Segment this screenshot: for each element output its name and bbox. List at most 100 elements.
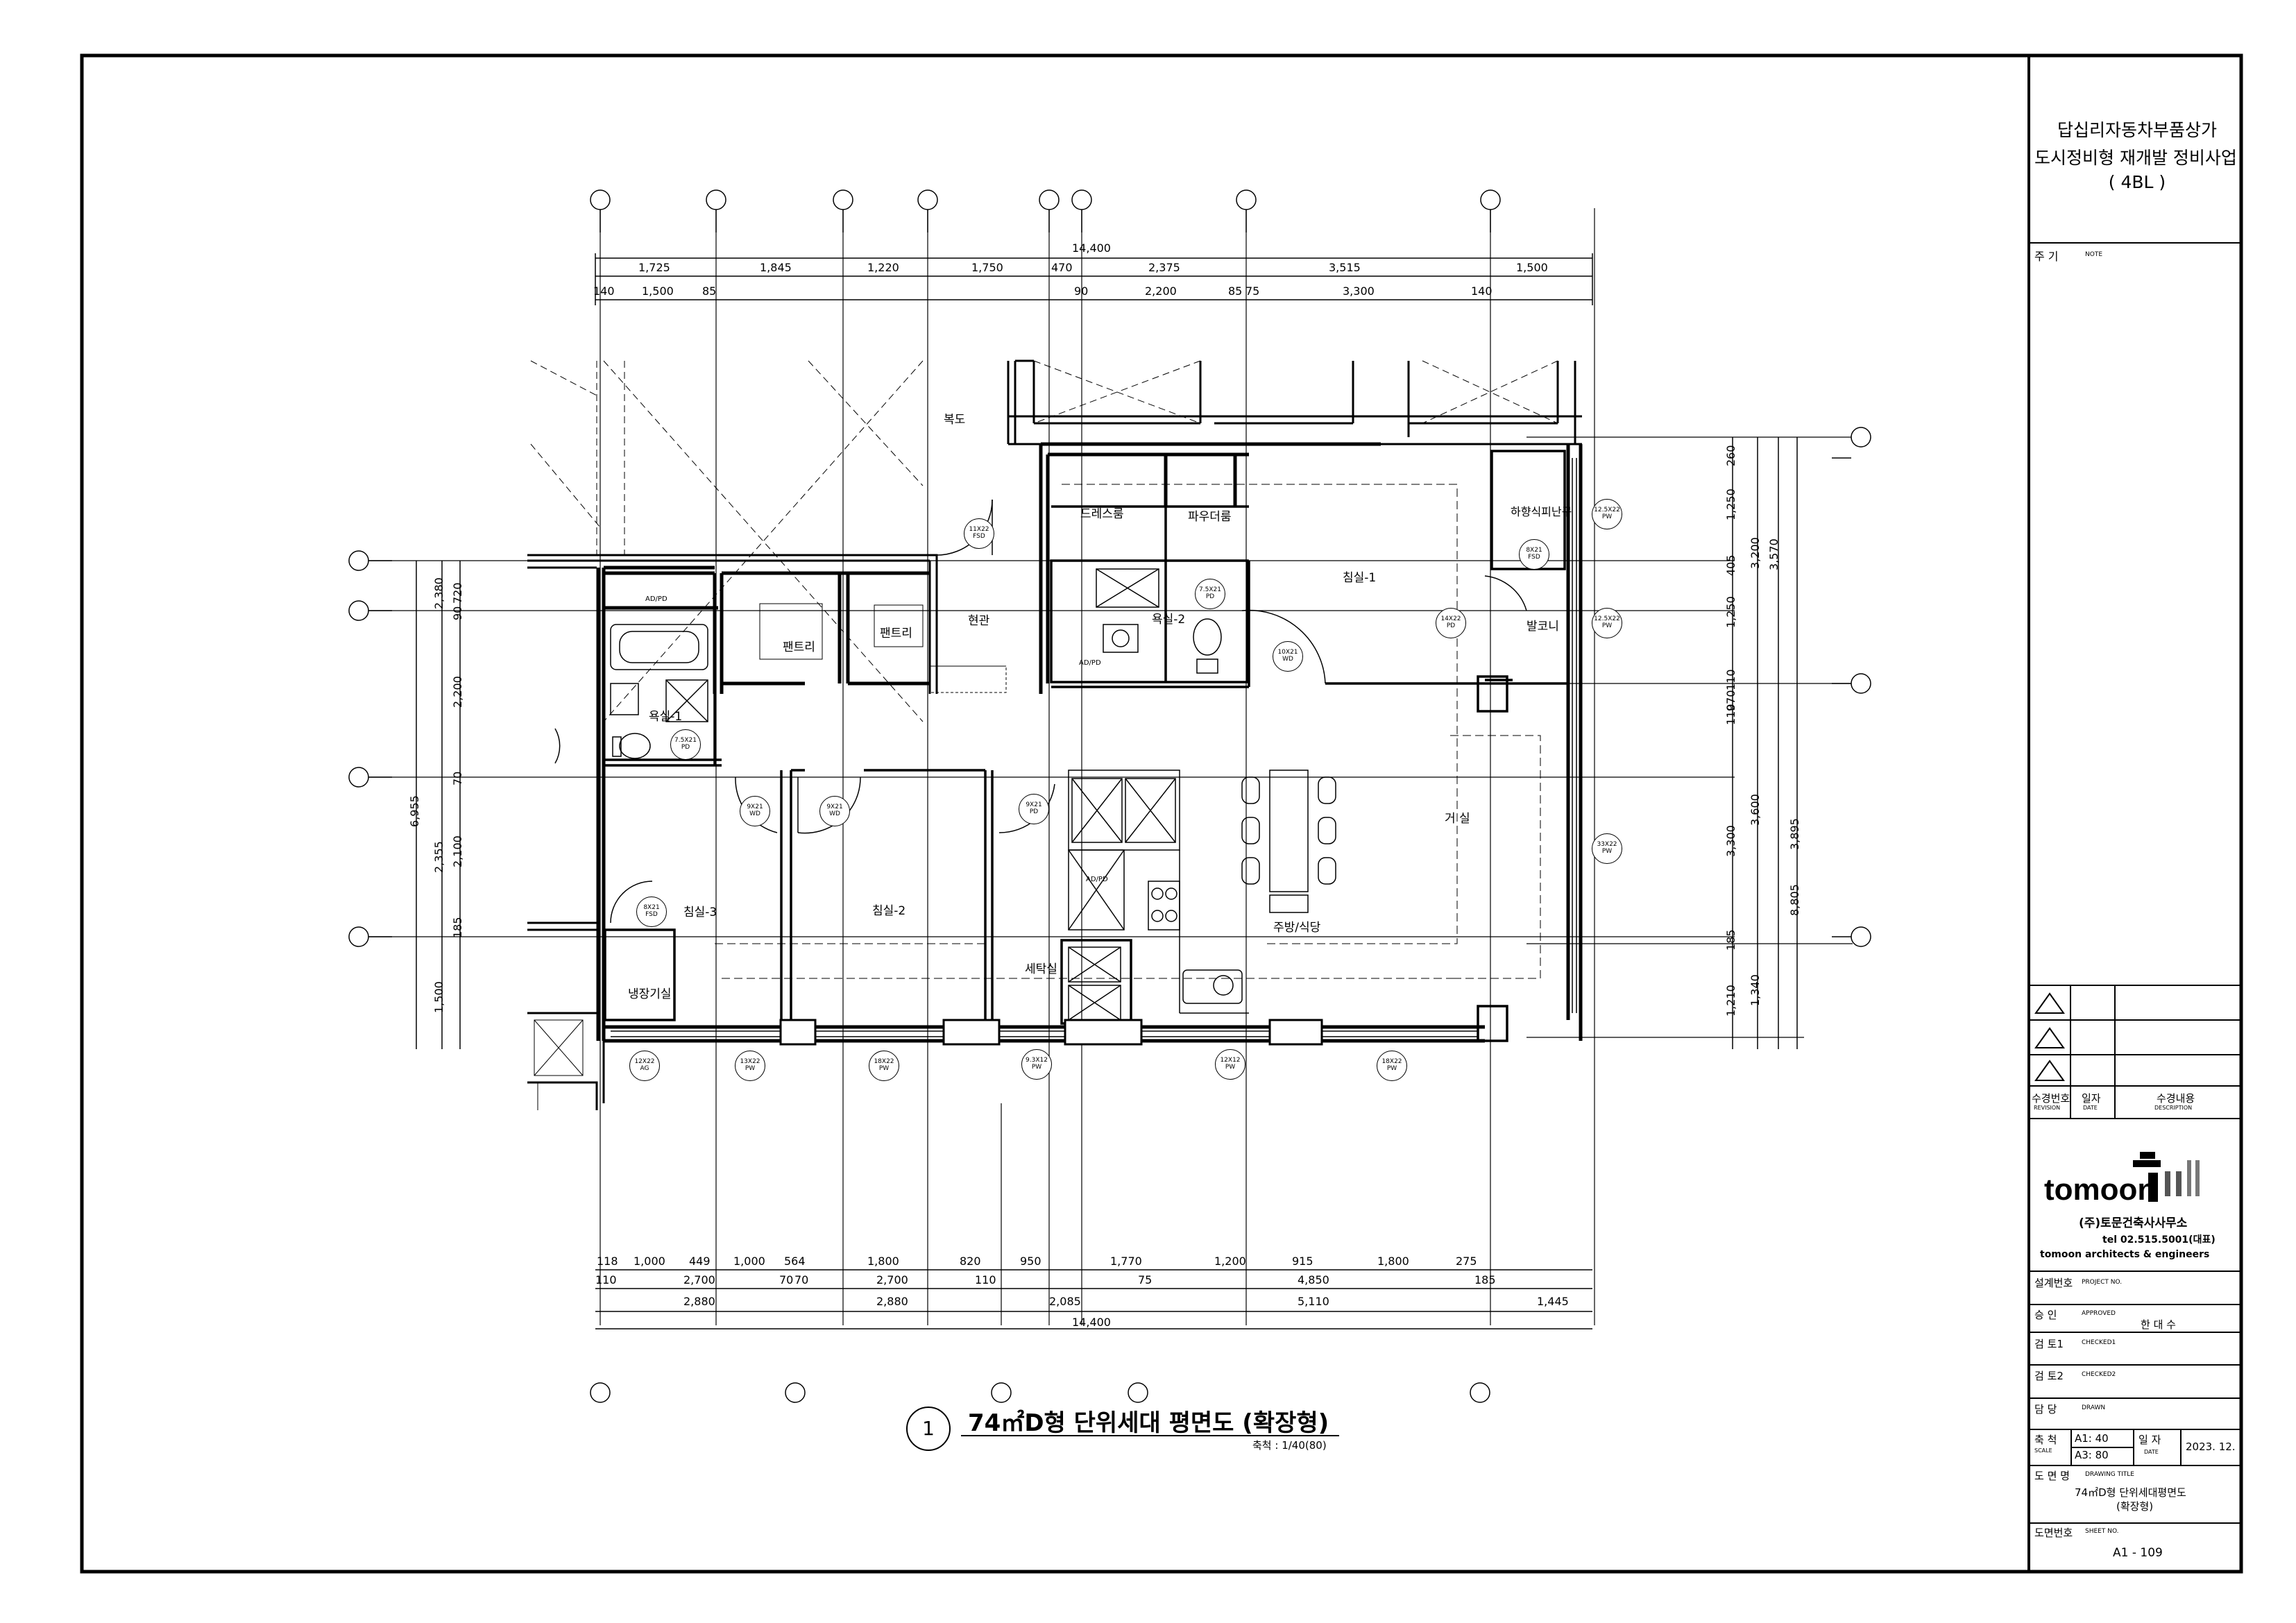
window-mullions [779,1019,1323,1046]
dim-bottom-row3: 5,110 [1298,1295,1329,1308]
dimension-lines-left [416,561,461,1049]
room-label-dressroom: 드레스룸 [1080,507,1124,521]
drawn-label: 담 당 [2034,1403,2057,1416]
dim-right-mid: 3,600 [1749,794,1762,826]
label-adpd-1: AD/PD [645,595,667,603]
dim-bottom-row2: 110 [975,1273,996,1286]
door-tag-size: 9X21 [1026,801,1042,809]
floor-plan [348,189,1871,1403]
door-tag-size: 11X22 [969,526,989,534]
room-label-bed3: 침실-3 [683,906,717,919]
dim-right-mid: 3,200 [1749,537,1762,569]
dim-left-mid: 2,355 [432,841,445,873]
dim-top-row2: 2,200 [1145,284,1177,298]
project-no-label: 설계번호 [2034,1277,2073,1289]
dim-right-inner: 3,300 [1724,825,1737,857]
project-name-line3: ( 4BL ) [2108,172,2166,192]
dim-right-inner: 1,250 [1724,596,1737,628]
dim-top-row2: 140 [1471,284,1493,298]
dim-bottom-row1: 1,770 [1110,1255,1142,1268]
checked1-label: 검 토1 [2034,1338,2064,1350]
door-tag-type: PW [1601,848,1613,855]
door-tag-size: 8X21 [643,904,660,912]
revision-desc-sub: DESCRIPTION [2154,1105,2193,1111]
sheet-no-sub: SHEET NO. [2085,1528,2119,1535]
interior-walls [604,450,1568,1042]
door-tag-size: 14X22 [1440,615,1461,623]
dim-bottom-row2: 70 [779,1273,794,1286]
door-tag-size: 12X22 [634,1058,655,1066]
dim-left-mid: 1,500 [432,981,445,1013]
grid-bubbles-bottom [590,1382,1490,1403]
drawing-title-sub: DRAWING TITLE [2085,1471,2134,1478]
door-tag-type: AG [640,1065,649,1072]
room-label-corridor: 복도 [944,413,966,427]
note-label: 주 기 [2034,250,2059,263]
room-label-bed2: 침실-2 [872,904,906,918]
date-label: 일 자 [2138,1434,2161,1446]
dim-top-row1: 1,220 [867,261,899,274]
room-label-pantry2: 팬트리 [880,627,912,640]
room-label-kitchen: 주방/식당 [1273,921,1321,935]
door-tag-type: PD [1446,622,1456,629]
drawing-title: 74㎡D형 단위세대 평면도 (확장형) [968,1409,1329,1437]
scale-sub: SCALE [2034,1447,2052,1454]
door-tag-type: PW [1031,1064,1042,1071]
dimension-lines-top [595,253,1593,305]
tomoon-logo-mark [2133,1152,2200,1202]
date-value: 2023. 12. [2186,1441,2236,1453]
project-no-sub: PROJECT NO. [2082,1279,2123,1286]
dim-right-inner: 260 [1724,445,1737,466]
door-tag-type: PW [1601,513,1613,520]
dim-bottom-row1: 915 [1292,1255,1313,1268]
room-label-pantry1: 팬트리 [783,640,815,654]
dim-left-inner: 70 [451,771,464,785]
revision-date-label: 일자 [2082,1092,2101,1105]
dim-top-row1: 1,750 [971,261,1003,274]
dimension-lines-bottom [595,1269,1592,1329]
dim-bottom-row2: 110 [595,1273,617,1286]
room-label-living: 거 실 [1445,812,1470,826]
dim-top-row2: 3,300 [1343,284,1375,298]
dim-left-inner: 2,100 [451,835,464,867]
room-label-entrance: 현관 [968,614,990,628]
revision-triangle-icon [2034,1027,2065,1048]
dim-bottom-row3: 1,445 [1537,1295,1569,1308]
door-tag-size: 10X21 [1277,649,1298,656]
revision-no-label: 수경번호 [2032,1092,2070,1105]
pantry-shelves [759,603,1007,693]
door-tag-type: PD [1029,808,1039,815]
approved-name: 한 대 수 [2141,1318,2176,1331]
door-tag-size: 12.5X22 [1594,615,1620,623]
dim-top-row1: 1,845 [760,261,792,274]
drawn-sub: DRAWN [2082,1404,2106,1411]
door-tag-type: PW [745,1065,756,1072]
drawing-title-underline [961,1435,1339,1436]
revision-triangle-icon [2034,992,2065,1014]
dim-bottom-row2: 2,700 [683,1273,715,1286]
dimension-lines-right [1732,437,1798,1049]
revision-no-sub: REVISION [2034,1105,2061,1111]
firm-tel: tel 02.515.5001(대표) [2102,1234,2216,1246]
project-name-line1: 답십리자동차부품상가 [2057,120,2217,140]
door-tag-type: FSD [645,911,658,918]
door-tag-size: 12X12 [1220,1057,1241,1064]
dim-right-outer: 8,805 [1788,884,1801,916]
dim-bottom-row2: 185 [1474,1273,1496,1286]
scale-a1: A1: 40 [2075,1432,2109,1445]
room-label-bath1: 욕실-1 [649,710,683,724]
door-tag-type: WD [1282,656,1293,663]
corridor-walls [1007,359,1582,445]
door-tag-type: PW [1386,1065,1397,1072]
room-label-aircon: 냉장기실 [628,987,672,1001]
dim-bottom-row1: 118 [597,1255,618,1268]
titleblock-grid [2029,242,2241,1524]
